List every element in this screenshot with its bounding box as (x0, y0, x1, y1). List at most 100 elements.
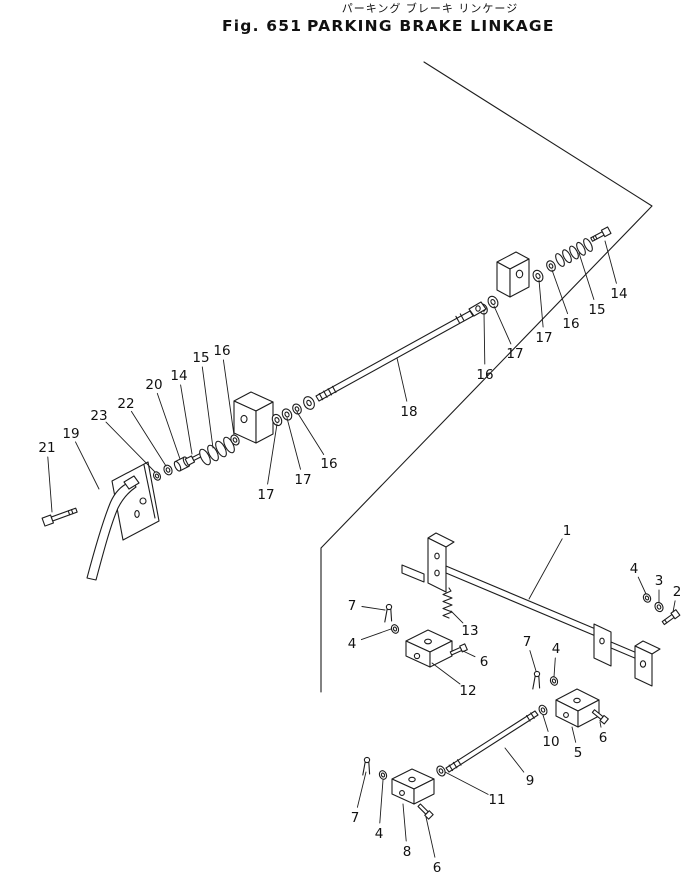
part-spring-13 (442, 587, 453, 619)
part-plate-19 (111, 461, 160, 541)
leader-line-16 (483, 312, 486, 365)
part-rod-18 (303, 301, 487, 410)
part-washer-22 (163, 464, 173, 476)
part-number-15: 15 (588, 302, 605, 318)
part-washer-16-left (230, 434, 240, 446)
part-cotter-pin-7-a (384, 603, 393, 623)
leader-line-14 (604, 240, 617, 284)
part-number-23: 23 (90, 408, 107, 424)
leader-line-2 (672, 600, 676, 613)
part-number-6: 6 (599, 730, 608, 746)
leader-line-7 (361, 606, 386, 611)
part-number-16: 16 (476, 367, 493, 383)
part-washer-4-a (390, 624, 400, 634)
leader-line-4 (553, 657, 556, 678)
part-lever-19 (86, 475, 140, 581)
part-rod-9 (445, 710, 539, 773)
part-number-17: 17 (294, 472, 311, 488)
part-number-12: 12 (459, 683, 476, 699)
part-bolt-6-a (449, 643, 468, 656)
leader-line-6 (599, 721, 602, 728)
part-number-1: 1 (563, 523, 572, 539)
part-number-10: 10 (542, 734, 559, 750)
leader-line-16 (551, 269, 569, 315)
part-nut-16-left (292, 403, 302, 415)
leader-line-17 (286, 417, 301, 470)
part-washer-16-upper-b (546, 260, 556, 272)
part-number-7: 7 (351, 810, 360, 826)
part-number-16: 16 (213, 343, 230, 359)
leader-line-14 (180, 384, 193, 455)
leader-line-4 (360, 628, 392, 641)
leader-line-20 (156, 392, 181, 460)
leader-line-12 (431, 662, 461, 685)
part-washer-17-upper-b (532, 269, 544, 283)
leader-line-17 (538, 279, 544, 328)
part-number-18: 18 (400, 404, 417, 420)
leader-line-8 (402, 803, 407, 842)
leader-line-23 (105, 421, 156, 473)
part-washer-17-left-a (271, 413, 283, 427)
part-number-3: 3 (655, 573, 664, 589)
leader-line-6 (425, 816, 436, 858)
boundary-frame (320, 61, 653, 693)
leader-line-7 (356, 771, 367, 808)
part-number-13: 13 (461, 623, 478, 639)
part-number-21: 21 (38, 440, 55, 456)
leader-line-1 (528, 538, 563, 600)
figure-title: PARKING BRAKE LINKAGE (307, 17, 555, 35)
part-block-12 (405, 629, 453, 668)
leader-line-6 (462, 650, 476, 658)
part-washer-4-c (378, 770, 388, 780)
part-number-20: 20 (145, 377, 162, 393)
leader-line-10 (542, 714, 549, 732)
part-number-2: 2 (673, 584, 682, 600)
part-number-9: 9 (526, 773, 535, 789)
part-number-15: 15 (192, 350, 209, 366)
leader-line-22 (130, 410, 167, 467)
part-cotter-pin-7-b (532, 670, 541, 690)
part-washer-4-b (549, 676, 559, 686)
part-block-8 (391, 768, 435, 805)
part-number-4: 4 (630, 561, 639, 577)
part-number-4: 4 (552, 641, 561, 657)
part-number-17: 17 (506, 346, 523, 362)
leader-line-16 (296, 411, 325, 455)
part-number-14: 14 (170, 368, 187, 384)
part-number-17: 17 (535, 330, 552, 346)
part-number-5: 5 (574, 745, 583, 761)
part-cotter-pin-7-c (362, 756, 371, 776)
part-clevis-5 (555, 688, 600, 728)
part-washer-23 (152, 471, 162, 481)
part-number-16: 16 (562, 316, 579, 332)
part-bracket-upper-right (496, 251, 530, 298)
part-nut-10 (538, 704, 548, 716)
part-number-6: 6 (480, 654, 489, 670)
leader-line-21 (47, 456, 53, 513)
leader-line-17 (493, 305, 512, 345)
part-number-16: 16 (320, 456, 337, 472)
part-washer-3 (654, 601, 664, 613)
leader-line-9 (504, 747, 525, 773)
leader-line-11 (444, 771, 489, 795)
part-cross-shaft-1 (401, 532, 661, 687)
part-number-17: 17 (257, 487, 274, 503)
part-bolt-14-upper (590, 226, 612, 242)
leader-line-19 (75, 441, 100, 490)
part-bolt-6-c (417, 803, 434, 820)
part-number-8: 8 (403, 844, 412, 860)
leader-line-15 (578, 252, 595, 300)
part-number-4: 4 (348, 636, 357, 652)
part-bolt-6-b (591, 709, 609, 725)
part-nut-11 (436, 765, 446, 777)
leader-line-17 (267, 423, 278, 485)
part-number-22: 22 (117, 396, 134, 412)
part-spring-15-upper (555, 238, 593, 267)
part-bolt-21 (41, 507, 78, 527)
leader-line-16 (222, 359, 235, 436)
leader-line-7 (529, 650, 537, 672)
part-bolt-2 (661, 609, 681, 626)
